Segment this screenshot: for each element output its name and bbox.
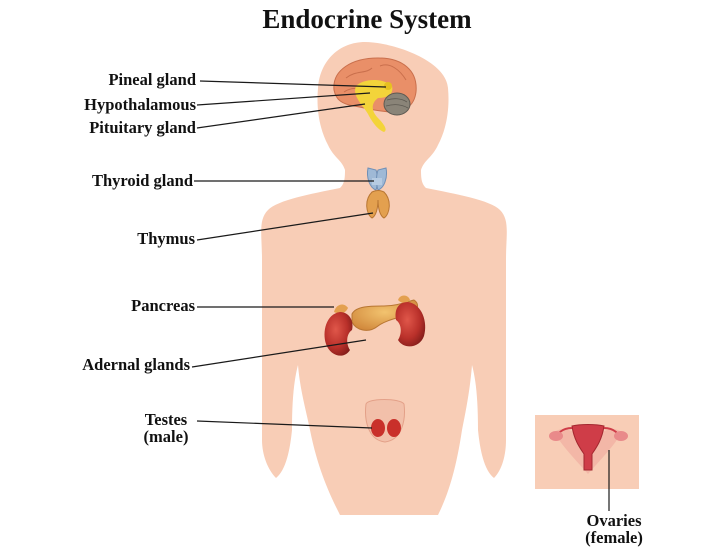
label-ovaries-female: (female) (585, 528, 643, 547)
label-pituitary-gland: Pituitary gland (89, 118, 196, 137)
label-pineal-gland: Pineal gland (108, 70, 196, 89)
diagram-title: Endocrine System (262, 4, 472, 34)
leader-thymus (196, 212, 374, 241)
label-testes: Testes (144, 410, 188, 429)
thymus (366, 190, 390, 219)
testes (365, 399, 405, 443)
label-hypothalamus: Hypothalamous (84, 95, 196, 114)
label-thymus: Thymus (137, 229, 195, 248)
leader-pineal (199, 80, 387, 88)
label-ovaries: Ovaries (586, 511, 642, 530)
label-pancreas: Pancreas (131, 296, 195, 315)
thyroid (367, 167, 387, 191)
ovaries-inset (535, 415, 639, 489)
cerebellum (383, 92, 411, 116)
label-thyroid-gland: Thyroid gland (91, 171, 193, 190)
leader-hypothalamus (196, 92, 371, 106)
leader-lines (191, 80, 610, 511)
leader-testes (196, 420, 373, 429)
adrenal-gland-right (398, 295, 410, 303)
label-testes-male: (male) (143, 427, 189, 446)
adrenal-gland-left (334, 304, 348, 314)
body-silhouette (261, 42, 507, 515)
pineal-gland (384, 82, 392, 90)
leader-pituitary (196, 103, 366, 129)
leader-adrenal (191, 339, 367, 368)
label-adrenal-glands: Adernal glands (82, 355, 190, 374)
kidney-right (395, 302, 426, 347)
